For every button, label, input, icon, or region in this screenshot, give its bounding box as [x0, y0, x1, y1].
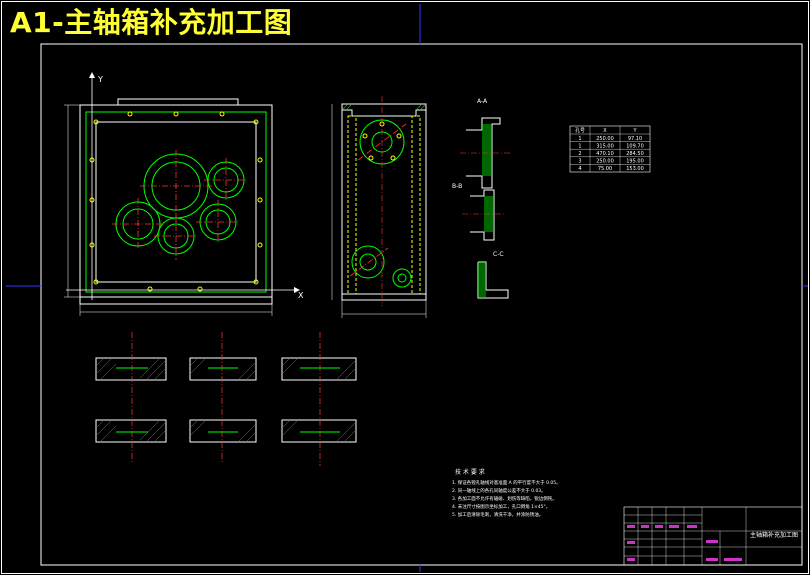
bore-section-1-hatch — [95, 357, 167, 443]
side-base — [341, 293, 427, 301]
table-cell: 153.00 — [626, 166, 644, 172]
tech-requirement-item: 2. 同一轴线上的各孔同轴度公差不大于 0.03。 — [452, 487, 546, 494]
side-dimensions — [331, 104, 427, 318]
front-inner-window — [95, 121, 257, 283]
bore-section-3-top-wall — [281, 357, 357, 381]
table-cell: 250.00 — [596, 159, 614, 165]
table-cell: 1 — [578, 136, 581, 142]
table-cell: 2 — [578, 151, 581, 157]
section-c-label: C-C — [493, 251, 504, 258]
title-block: 主轴箱补充加工图 — [623, 506, 803, 566]
front-view: X Y — [64, 72, 304, 316]
table-cell: 4 — [578, 166, 581, 172]
coord-table-header-cell: X — [603, 128, 607, 134]
axis-y-label: Y — [97, 75, 103, 84]
table-cell: 315.00 — [596, 143, 614, 149]
table-cell: 470.10 — [596, 151, 614, 157]
axis-x-arrow — [294, 287, 300, 293]
coord-table-grid — [570, 126, 650, 172]
front-centerlines — [112, 150, 248, 260]
section-a-label: A-A — [477, 98, 488, 105]
side-hatch-top — [341, 103, 427, 111]
section-a: A-A — [460, 98, 512, 189]
tech-requirement-item: 5. 加工后清除毛刺，清洗干净，并涂防锈油。 — [452, 511, 543, 518]
side-view — [331, 96, 427, 318]
table-cell: 109.70 — [626, 143, 644, 149]
drawing-title: A1-主轴箱补充加工图 — [10, 6, 293, 39]
side-flange-lower — [351, 245, 412, 288]
table-cell: 3 — [578, 159, 581, 165]
title-block-grid — [624, 507, 802, 565]
coord-table-body: 1 250.00 97.10 1 315.00 109.70 2 470.10 … — [578, 136, 643, 172]
section-b: B-B — [452, 183, 504, 241]
section-b-label: B-B — [452, 183, 462, 190]
bore-section-3-bottom-wall — [281, 419, 357, 443]
table-cell: 1 — [578, 143, 581, 149]
coord-table-header: 孔号 X Y — [575, 127, 637, 134]
title-block-drawing-name: 主轴箱补充加工图 — [750, 531, 798, 539]
bore-section-3-hatch — [281, 357, 357, 443]
axis-x-label: X — [298, 291, 304, 300]
coord-table-header-cell: 孔号 — [575, 127, 585, 134]
bore-section-2-hatch — [189, 357, 257, 443]
side-inner-left-wall — [347, 115, 357, 295]
front-bore-holes — [115, 153, 245, 255]
coord-table: 孔号 X Y 1 250.00 97.10 1 315.00 109.70 2 … — [569, 125, 651, 173]
table-cell: 97.10 — [628, 136, 642, 142]
bore-section-1-top-wall — [95, 357, 167, 381]
tech-requirement-item: 3. 各加工面不允许有磕碰、划伤等缺陷，锐边倒钝。 — [452, 495, 557, 502]
tech-requirement-item: 4. 未注尺寸按图示坐标加工，孔口倒角 1×45°。 — [452, 503, 550, 510]
section-c: C-C — [477, 251, 509, 299]
bore-section-2-top-wall — [189, 357, 257, 381]
section-a-hatch — [482, 124, 492, 176]
tech-requirements-title: 技 术 要 求 — [455, 468, 485, 476]
title-block-marks — [627, 525, 742, 561]
bore-section-1-bottom-wall — [95, 419, 167, 443]
axis-y-arrow — [89, 72, 95, 78]
bore-section-3 — [281, 332, 357, 466]
coord-table-header-cell: Y — [632, 128, 637, 134]
inner-border — [40, 43, 803, 566]
side-flange-lower-axis — [349, 247, 389, 277]
front-top-boss — [117, 98, 239, 105]
section-c-hatch — [478, 262, 486, 298]
tech-requirement-item: 1. 保证各镗孔轴线对基准面 A 的平行度不大于 0.05。 — [452, 479, 561, 486]
table-cell: 250.00 — [596, 136, 614, 142]
table-cell: 75.00 — [598, 166, 612, 172]
bore-section-2 — [189, 332, 257, 464]
side-inner-right-wall — [411, 115, 421, 295]
side-top-flange — [342, 109, 426, 117]
title-block-border — [623, 506, 803, 566]
front-outer-outline — [79, 104, 273, 298]
tech-requirements: 技 术 要 求 1. 保证各镗孔轴线对基准面 A 的平行度不大于 0.05。 2… — [452, 468, 561, 518]
bore-section-1 — [95, 332, 167, 462]
front-bolt-holes — [89, 111, 263, 292]
table-cell: 284.50 — [626, 151, 644, 157]
front-bottom-step — [79, 297, 273, 305]
bore-section-2-bottom-wall — [189, 419, 257, 443]
front-dimensions — [64, 104, 273, 316]
table-cell: 195.00 — [626, 159, 644, 165]
